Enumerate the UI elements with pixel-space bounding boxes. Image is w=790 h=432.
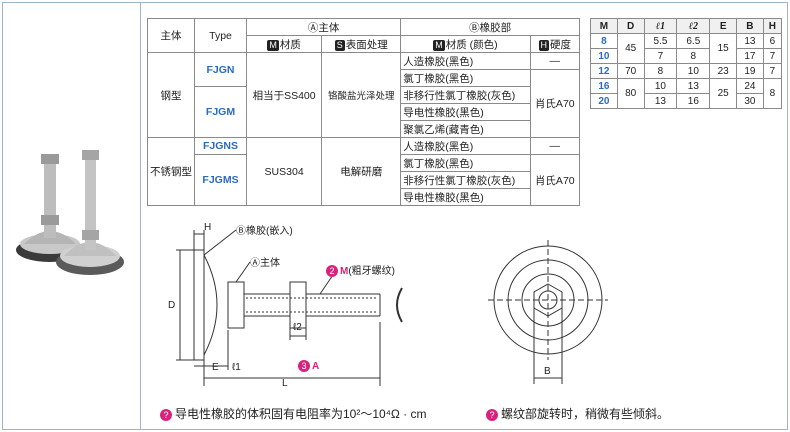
header-type: Type <box>194 18 247 53</box>
dim-h: 8 <box>762 78 783 109</box>
rubber-cell: 非移行性氯丁橡胶(灰色) <box>400 86 531 104</box>
note-conductive: ?导电性橡胶的体积固有电阻率为10²～10⁴Ω · cm <box>160 405 426 422</box>
dim-l2: 13 <box>676 78 711 94</box>
type-fjgns[interactable]: FJGNS <box>194 137 247 155</box>
steel-surface: 铬酸盐光泽处理 <box>321 52 402 138</box>
note-thread: ?螺纹部旋转时，稍微有些倾斜。 <box>486 405 669 422</box>
rubber-cell: 导电性橡胶(黑色) <box>400 188 531 206</box>
hardness-dash: — <box>529 52 581 70</box>
label-b: B <box>544 366 551 377</box>
dim-d: 80 <box>616 78 645 109</box>
label-a-body: Ⓐ主体 <box>250 258 280 269</box>
rubber-cell: 导电性橡胶(黑色) <box>400 103 531 121</box>
dim-d: 70 <box>616 63 645 79</box>
pin-icon: ? <box>486 408 498 421</box>
dim-b: 17 <box>736 48 764 64</box>
product-photo <box>16 150 124 275</box>
dim-b: 24 <box>736 78 764 94</box>
dim-h: 6 <box>762 33 783 49</box>
dim-m[interactable]: 10 <box>590 48 618 64</box>
steel-label: 钢型 <box>147 52 195 138</box>
dim-header: B <box>736 18 764 34</box>
dim-header: ℓ2 <box>676 18 711 34</box>
rubber-cell: 氯丁橡胶(黑色) <box>400 69 531 87</box>
label-h: H <box>204 222 212 233</box>
label-b-rubber: Ⓑ橡胶(嵌入) <box>236 226 293 237</box>
header-a-body: Ⓐ主体 <box>245 18 402 36</box>
dim-header: E <box>709 18 738 34</box>
steel-material: 相当于SS400 <box>245 52 323 138</box>
dim-l1: 7 <box>643 48 678 64</box>
dim-b: 30 <box>736 93 764 109</box>
dim-m[interactable]: 20 <box>590 93 618 109</box>
hardness-value: 肖氏A70 <box>529 69 581 138</box>
dim-l2: 10 <box>676 63 711 79</box>
hardness-value: 肖氏A70 <box>529 154 581 206</box>
dim-l1: 5.5 <box>643 33 678 49</box>
dim-d: 45 <box>616 33 645 64</box>
dim-l1: 13 <box>643 93 678 109</box>
stainless-surface: 电解研磨 <box>321 137 402 206</box>
rubber-cell: 非移行性氯丁橡胶(灰色) <box>400 171 531 189</box>
dim-m[interactable]: 8 <box>590 33 618 49</box>
dim-header: D <box>616 18 645 34</box>
dim-l2: 8 <box>676 48 711 64</box>
dim-header: H <box>762 18 783 34</box>
stainless-label: 不锈钢型 <box>147 137 195 206</box>
rubber-cell: 人造橡胶(黑色) <box>400 137 531 155</box>
dim-e: 25 <box>709 78 738 109</box>
stainless-material: SUS304 <box>245 137 323 206</box>
label-l2: ℓ2 <box>293 322 302 333</box>
dim-b: 13 <box>736 33 764 49</box>
dim-m[interactable]: 16 <box>590 78 618 94</box>
dim-l1: 10 <box>643 78 678 94</box>
divider <box>140 2 141 430</box>
dim-b: 19 <box>736 63 764 79</box>
dim-l2: 16 <box>676 93 711 109</box>
dim-h: 7 <box>762 63 783 79</box>
rubber-cell: 聚氯乙烯(藏青色) <box>400 120 531 138</box>
dim-m[interactable]: 12 <box>590 63 618 79</box>
label-d: D <box>168 300 176 311</box>
dimension-table: M D ℓ1 ℓ2 E B H 8 45 5.5 6.5 15 13 6 10 … <box>590 18 783 109</box>
label-l1: ℓ1 <box>232 362 241 373</box>
dim-l1: 8 <box>643 63 678 79</box>
pin-icon: ? <box>160 408 172 421</box>
side-view-drawing <box>176 229 403 386</box>
header-b-rubber: Ⓑ橡胶部 <box>400 18 580 36</box>
label-e: E <box>212 362 219 373</box>
label-l: L <box>282 378 288 389</box>
rubber-cell: 人造橡胶(黑色) <box>400 52 531 70</box>
type-fjgms[interactable]: FJGMS <box>194 154 247 206</box>
dim-header: M <box>590 18 618 34</box>
type-fjgn[interactable]: FJGN <box>194 52 247 87</box>
dim-header: ℓ1 <box>643 18 678 34</box>
rubber-cell: 氯丁橡胶(黑色) <box>400 154 531 172</box>
dim-h: 7 <box>762 48 783 64</box>
dim-l2: 6.5 <box>676 33 711 49</box>
dim-e: 15 <box>709 33 738 64</box>
type-fjgm[interactable]: FJGM <box>194 86 247 138</box>
hardness-dash: — <box>529 137 581 155</box>
header-zhuti: 主体 <box>147 18 195 53</box>
dim-e: 23 <box>709 63 738 79</box>
front-view-drawing <box>488 240 608 384</box>
